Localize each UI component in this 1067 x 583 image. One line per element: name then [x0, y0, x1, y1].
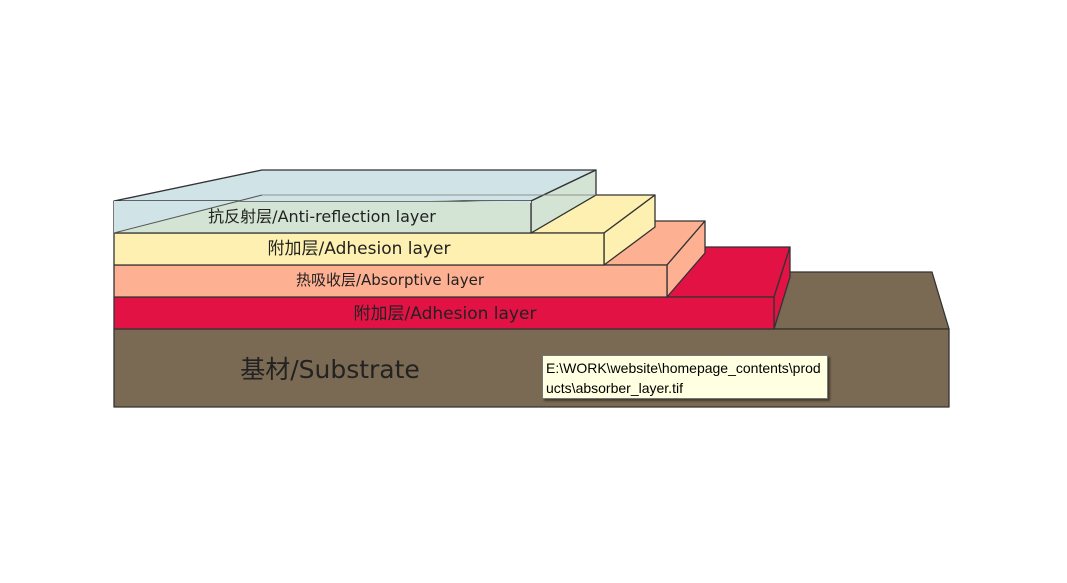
anti-reflection-top [113, 169, 597, 202]
adhesion-top-front [113, 232, 605, 266]
adhesion-bottom-front [113, 296, 775, 330]
absorptive-front [113, 264, 668, 298]
adhesion-bottom-label: 附加层/Adhesion layer [354, 304, 537, 324]
absorptive-label: 热吸收层/Absorptive layer [296, 271, 485, 289]
anti-reflection-label: 抗反射层/Anti-reflection layer [208, 207, 436, 226]
adhesion-top-label: 附加层/Adhesion layer [268, 239, 451, 259]
anti-reflection-front-glass [114, 195, 531, 233]
file-path-tooltip: E:\WORK\website\homepage_contents\produc… [542, 355, 828, 399]
substrate-label: 基材/Substrate [240, 355, 420, 384]
anti-reflection-edge-line [113, 194, 263, 234]
